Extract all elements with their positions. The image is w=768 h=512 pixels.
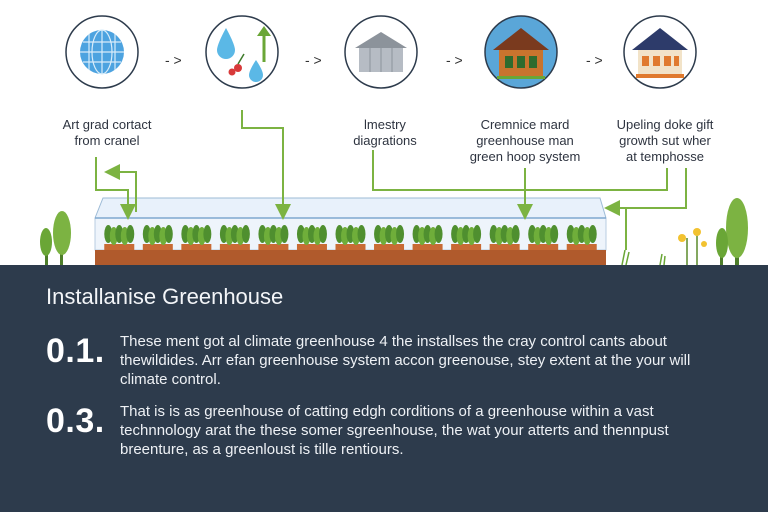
flow-line [241, 110, 291, 220]
grey-barn-icon [343, 14, 419, 90]
item-number: 0.3. [46, 402, 105, 440]
planter [258, 225, 289, 251]
caption-line: greenhouse man [476, 133, 574, 148]
info-panel [0, 265, 768, 512]
tree-icon [716, 198, 748, 265]
caption-line: Cremnice mard [480, 117, 570, 132]
panel-title: Installanise Greenhouse [46, 284, 284, 309]
caption-line: Upeling doke gift [616, 117, 714, 132]
globe-grid-icon [64, 14, 140, 90]
white-house-icon [622, 14, 698, 90]
greenhouse-illustration [40, 197, 748, 265]
flow-line [604, 168, 687, 216]
caption-line: lmestry [364, 117, 406, 132]
step-arrow: - > [446, 52, 463, 68]
caption-line: green hoop system [469, 149, 581, 164]
caption-line: from cranel [74, 133, 140, 148]
caption-line: growth sut wher [619, 133, 711, 148]
planter [142, 225, 173, 251]
item-paragraph: That is is as greenhouse of catting edgh… [120, 402, 740, 459]
planter [374, 225, 405, 251]
paragraph-line: technnology arat the these somer sgreenh… [120, 422, 669, 439]
paragraph-line: That is is as greenhouse of catting edgh… [120, 403, 654, 420]
planter [181, 225, 212, 251]
caption-step-1: Art grad cortact from cranel [52, 117, 162, 149]
flow-line [372, 150, 668, 191]
soil-bed [95, 250, 606, 265]
planter [104, 225, 135, 251]
planter [412, 225, 443, 251]
caption-step-3: lmestry diagrations [330, 117, 440, 149]
flow-line [95, 157, 136, 220]
planter [566, 225, 597, 251]
paragraph-line: breenture, as a greenloust is tille rent… [120, 441, 404, 458]
caption-step-4: Cremnice mard greenhouse man green hoop … [460, 117, 590, 165]
tree-icon [40, 211, 71, 265]
caption-line: Art grad cortact [62, 117, 152, 132]
planter [489, 225, 520, 251]
paragraph-line: climate control. [120, 371, 221, 388]
caption-step-5: Upeling doke gift growth sut wher at tem… [600, 117, 730, 165]
item-paragraph: These ment got al climate greenhouse 4 t… [120, 332, 740, 389]
flower-icon [678, 228, 707, 265]
planter [335, 225, 366, 251]
caption-line: diagrations [353, 133, 417, 148]
step-arrow: - > [305, 52, 322, 68]
paragraph-line: thewildides. Arr efan greenhouse system … [120, 352, 691, 369]
step-arrow: - > [586, 52, 603, 68]
diagram-area: - > - > - > - > Art grad cortact from cr… [40, 14, 748, 265]
planter-row [104, 225, 597, 251]
step-arrow: - > [165, 52, 182, 68]
planter [219, 225, 250, 251]
grass-tuft [621, 249, 666, 265]
item-number: 0.1. [46, 332, 105, 370]
planter [296, 225, 327, 251]
flow-connectors [95, 110, 687, 250]
paragraph-line: These ment got al climate greenhouse 4 t… [120, 333, 667, 350]
planter [451, 225, 482, 251]
flow-line [104, 164, 137, 212]
caption-line: at temphosse [625, 149, 705, 164]
planter [528, 225, 559, 251]
water-drops-icon [204, 14, 280, 90]
brown-house-icon [483, 14, 559, 90]
